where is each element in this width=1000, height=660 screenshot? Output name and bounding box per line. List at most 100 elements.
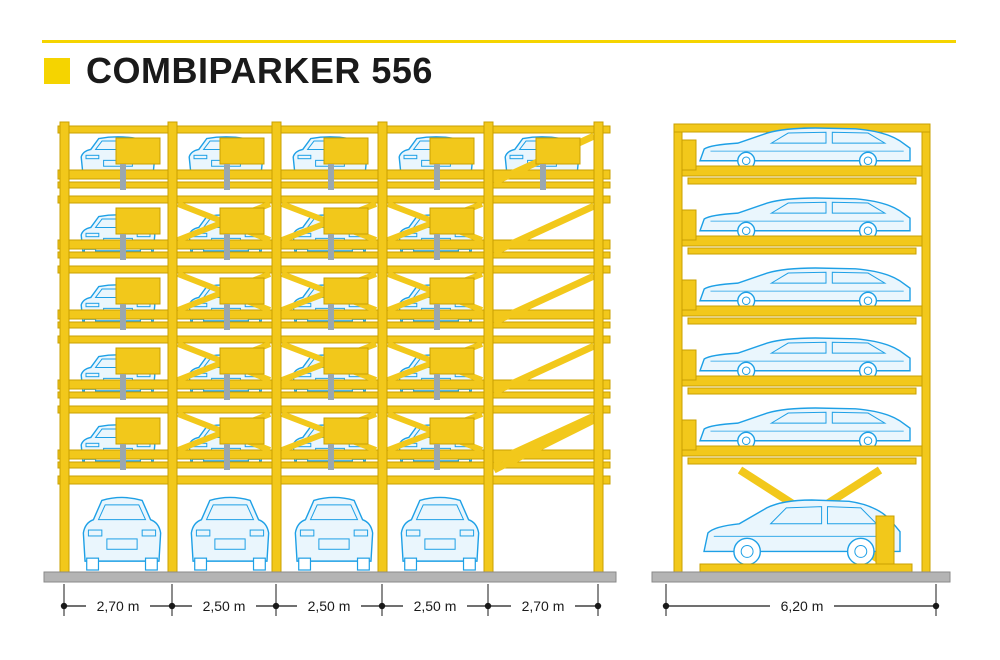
- lift-drive-box: [115, 277, 161, 305]
- dimension-label: 2,70 m: [97, 598, 140, 614]
- dimension-label: 6,20 m: [781, 598, 824, 614]
- car-headlight: [353, 529, 369, 537]
- side-drive-unit: [681, 209, 697, 241]
- lift-drive-box: [429, 347, 475, 375]
- side-platform-frame: [687, 177, 917, 185]
- lift-cylinder: [434, 444, 440, 470]
- dimension-label: 2,50 m: [203, 598, 246, 614]
- vertical-column: [593, 121, 604, 573]
- side-platform: [681, 305, 923, 317]
- car-windshield: [97, 504, 147, 521]
- side-platform: [681, 235, 923, 247]
- car-front-body: [294, 496, 374, 562]
- car-headlight: [87, 529, 103, 537]
- car-windshield: [415, 504, 465, 521]
- side-view: [651, 123, 951, 583]
- side-drive-unit: [681, 139, 697, 171]
- car-hub: [863, 226, 873, 236]
- lift-cylinder: [120, 374, 126, 400]
- lift-cylinder: [120, 164, 126, 190]
- car-body: [699, 127, 911, 162]
- side-ground-platform: [699, 563, 913, 573]
- car-hub: [740, 545, 754, 558]
- car-tyre: [194, 557, 208, 571]
- diagonal-brace: [492, 416, 596, 474]
- top-beam: [57, 195, 611, 204]
- car-windshield: [309, 504, 359, 521]
- lift-cylinder: [224, 234, 230, 260]
- lift-drive-box: [219, 417, 265, 445]
- vertical-column: [483, 121, 494, 573]
- car-grille: [424, 538, 456, 550]
- car-tyre: [404, 557, 418, 571]
- car-hub: [741, 226, 751, 236]
- lift-cylinder: [328, 374, 334, 400]
- car-tyre: [252, 557, 266, 571]
- lift-cylinder: [224, 374, 230, 400]
- side-dimension-line: 6,20 m: [662, 584, 940, 616]
- car-hub: [863, 156, 873, 166]
- lift-cylinder: [328, 164, 334, 190]
- title-rule: [42, 40, 956, 43]
- car-headlight: [403, 154, 418, 160]
- side-column-right: [921, 123, 931, 573]
- lift-cylinder: [328, 234, 334, 260]
- diagonal-brace: [492, 342, 596, 396]
- car-body: [699, 267, 911, 302]
- car-front-body: [82, 496, 162, 562]
- car-hub: [741, 366, 751, 376]
- car-headlight: [249, 529, 265, 537]
- lift-cylinder: [540, 164, 546, 190]
- side-platform-frame: [687, 317, 917, 325]
- car-hub: [863, 366, 873, 376]
- side-platform-frame: [687, 457, 917, 465]
- lift-drive-box: [323, 347, 369, 375]
- dimension-node: [168, 602, 176, 610]
- car-windows: [769, 506, 878, 525]
- side-platform-frame: [687, 387, 917, 395]
- car-windows: [769, 201, 887, 214]
- lift-cylinder: [120, 444, 126, 470]
- car-grille: [106, 538, 138, 550]
- car-headlight: [405, 529, 421, 537]
- title-marker-square: [44, 58, 70, 84]
- lift-drive-box: [115, 207, 161, 235]
- side-drive-unit: [681, 349, 697, 381]
- top-beam: [57, 405, 611, 414]
- car-grille: [214, 538, 246, 550]
- vertical-column: [377, 121, 388, 573]
- car-wheel: [846, 537, 875, 566]
- lift-cylinder: [120, 234, 126, 260]
- car-tyre: [298, 557, 312, 571]
- top-beam: [57, 125, 611, 134]
- car-headlight: [297, 154, 312, 160]
- car-headlight: [85, 372, 100, 378]
- car-hub: [741, 436, 751, 446]
- car-hub: [741, 156, 751, 166]
- side-column-left: [673, 123, 683, 573]
- lift-drive-box: [219, 277, 265, 305]
- diagonal-brace: [492, 272, 596, 326]
- lift-drive-box: [219, 347, 265, 375]
- lift-drive-box: [219, 137, 265, 165]
- diagonal-brace: [492, 202, 596, 256]
- car-headlight: [459, 529, 475, 537]
- car-body: [699, 197, 911, 232]
- lift-cylinder: [224, 164, 230, 190]
- dimension-node: [662, 602, 670, 610]
- lift-drive-box: [429, 277, 475, 305]
- car-wheel: [733, 537, 762, 566]
- side-platform: [681, 375, 923, 387]
- lift-drive-box: [429, 207, 475, 235]
- lift-cylinder: [328, 444, 334, 470]
- lift-drive-box: [323, 417, 369, 445]
- side-ground-slab: [651, 571, 951, 583]
- lift-cylinder: [434, 234, 440, 260]
- lift-drive-box: [429, 137, 475, 165]
- car-front-body: [400, 496, 480, 562]
- lift-cylinder: [434, 304, 440, 330]
- car-grille: [318, 538, 350, 550]
- car-hub: [863, 296, 873, 306]
